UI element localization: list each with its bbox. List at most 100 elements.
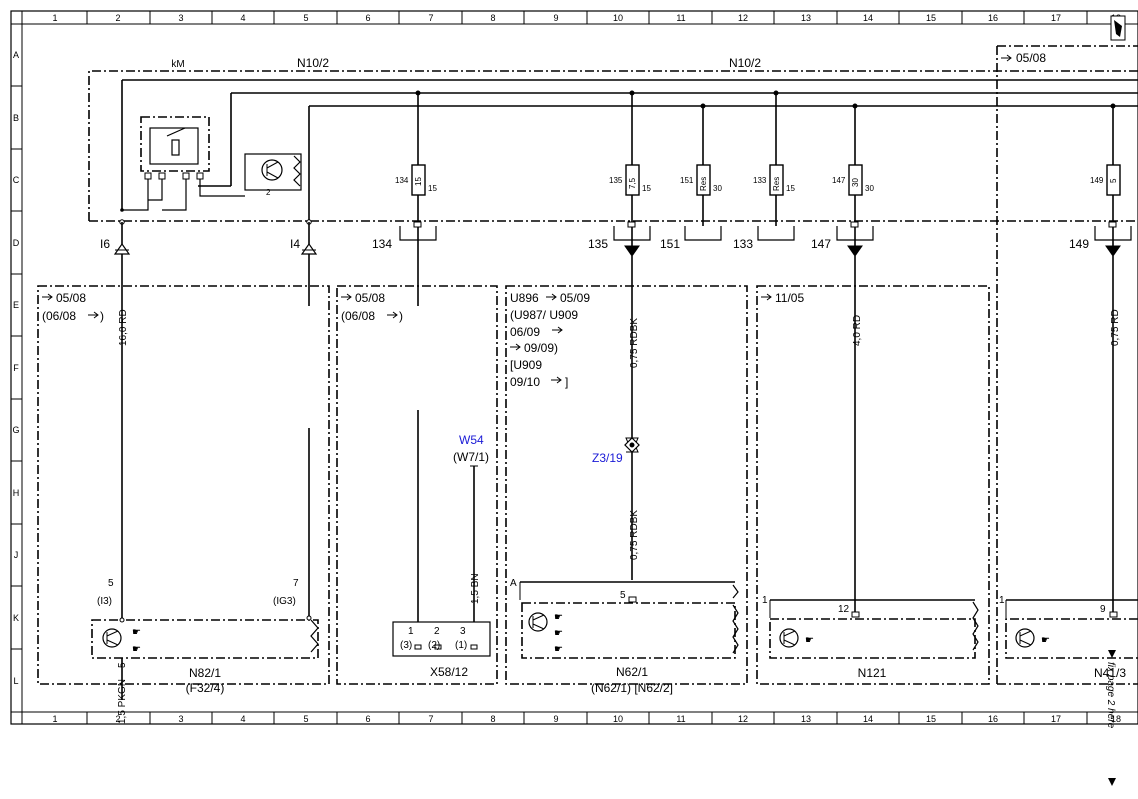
relay-k [122,116,245,211]
fuse-134-bottom: 134 [372,237,392,251]
fuse-133 [757,90,795,241]
box1-wire-bottom: 1,5 PKGN [117,679,128,724]
row-label: C [13,175,20,185]
box3-connector-icon: ☛ [554,628,563,639]
box1-wire: 16,0 RD [118,309,129,346]
plug-i4 [300,222,318,618]
arrow-icon [510,343,521,351]
fuse-147-circuit: 147 [832,176,846,185]
box1-alt-name: (F32/4) [186,681,225,695]
row-label: E [13,300,19,310]
col-label: 12 [738,714,748,724]
fuse-151-rating: Res [699,177,708,191]
row-label: K [13,613,19,623]
col-label: 17 [1051,13,1061,23]
box-n121 [756,285,990,685]
col-label: 8 [490,714,495,724]
arrow-icon [761,293,772,301]
col-label: 6 [365,714,370,724]
box5-wire: 0,75 RD [1110,309,1121,346]
box3-wire2: 0,75 RDBK [629,510,640,560]
box3-code-0909: 09/09) [524,341,558,355]
col-label: 9 [553,714,558,724]
col-label: 7 [428,13,433,23]
fuse-134-terminal: 15 [428,184,437,193]
box3-wire1: 0,75 RDBK [629,318,640,368]
box3-code-u987: (U987/ U909 [510,308,578,322]
row-label: J [14,550,19,560]
box5-connector-icon: ☛ [1041,635,1050,646]
fuse-134-rating: 15 [414,177,423,186]
arrow-icon [551,376,562,384]
fuse-147-terminal: 30 [865,184,874,193]
plug-i6-label: I6 [100,237,110,251]
arrow-icon [88,311,99,319]
row-label: A [13,50,19,60]
col-label: 17 [1051,714,1061,724]
row-label: H [13,488,20,498]
row-label: G [12,425,19,435]
box5-name: N41/3 [1094,666,1126,680]
col-label: 1 [52,714,57,724]
box4-name: N121 [858,666,887,680]
box2-date2: (06/08 [341,309,375,323]
box1-connector-icon: ☛ [132,627,141,638]
fuse-135-rating: 7,5 [628,177,637,189]
col-label: 3 [178,13,183,23]
box3-name: N62/1 [616,665,648,679]
arrow-icon [387,311,398,319]
col-label: 11 [676,13,685,23]
box3-conn-a: A [510,578,517,589]
box1-date2: (06/08 [42,309,76,323]
fuse-149-bottom: 149 [1069,237,1089,251]
box1-name: N82/1 [189,666,221,680]
box3-pin: 5 [620,590,626,601]
col-label: 2 [115,714,120,724]
fuse-133-terminal: 15 [786,184,795,193]
box3-code-0509: 05/09 [560,291,590,305]
row-label: L [13,676,18,686]
col-label: 1 [52,13,57,23]
col-label: 4 [240,714,245,724]
col-label: 5 [303,13,308,23]
box2-date1: 05/08 [355,291,385,305]
arrow-icon [552,326,563,334]
fuse-151-terminal: 30 [713,184,722,193]
box3-code-0609: 06/09 [510,325,540,339]
box2-pin-1: 1 [408,626,414,637]
row-label: F [13,363,19,373]
box1-pin5: 5 [108,578,114,589]
fuse-134-circuit: 134 [395,176,409,185]
fuse-147-bottom: 147 [811,237,831,251]
box3-code-0910: 09/10 [510,375,540,389]
box2-date2-end: ) [399,309,403,323]
box2-name: X58/12 [430,665,468,679]
col-label: 15 [926,13,936,23]
col-label: 5 [303,714,308,724]
box-n41-3 [997,599,1138,685]
z3-19-label: Z3/19 [592,451,623,465]
box2-pin-2: 2 [434,626,440,637]
col-label: 16 [988,13,998,23]
col-label: 13 [801,714,811,724]
box-x58-12 [336,285,498,685]
fuse-133-rating: Res [772,177,781,191]
box2-pin-alt-3: (1) [455,640,467,651]
row-label: B [13,113,19,123]
transistor-sensor [244,153,302,191]
box-n82-1 [37,285,330,700]
box4-wire: 4,0 RD [852,315,863,346]
fuse-151 [684,103,722,241]
col-label: 8 [490,13,495,23]
box1-date2-end: ) [100,309,104,323]
fuse-135-bottom: 135 [588,237,608,251]
box1-pin5-label: (I3) [97,596,112,607]
triangle-down-icon [1108,778,1116,786]
box3-code-u909: [U909 [510,358,542,372]
col-label: 13 [801,13,811,23]
w54-label: W54 [459,433,484,447]
col-label: 15 [926,714,936,724]
arrow-icon [546,293,557,301]
page-note: fix page 2 here [1105,662,1116,729]
